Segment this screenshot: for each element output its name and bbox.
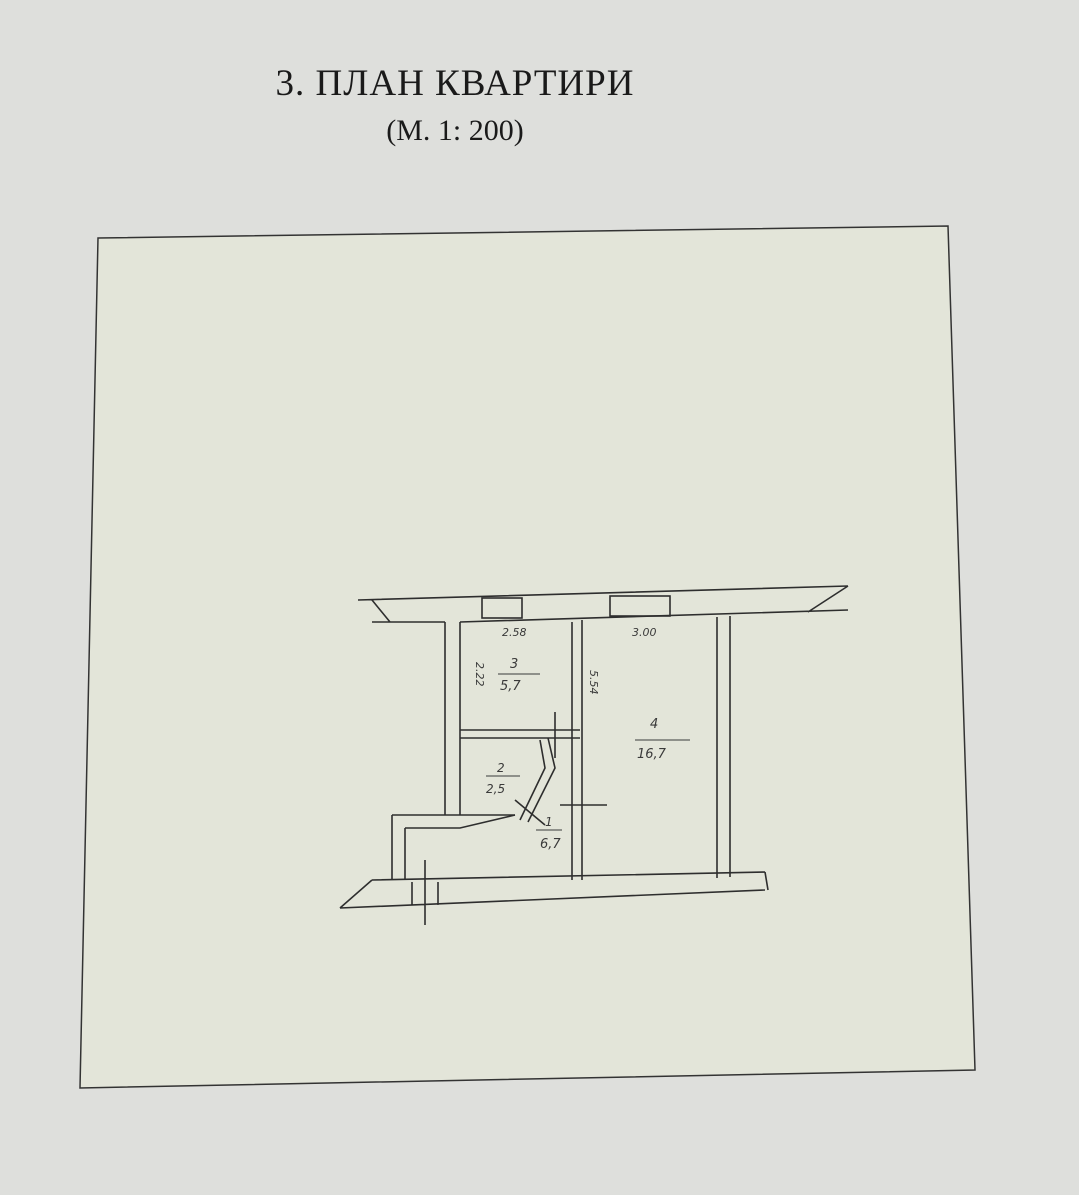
- dimension-label: 5.54: [587, 670, 600, 695]
- dimension-label: 2.22: [473, 662, 486, 687]
- window: [609, 595, 671, 617]
- page-title: 3. ПЛАН КВАРТИРИ: [275, 63, 635, 104]
- floor-plan: [339, 585, 849, 925]
- room-4-area: 16,7: [637, 747, 667, 762]
- room-labels: 3 5,7 2 2,5 1 6,7 4 16,7 2.58 3.00 2.22 …: [473, 626, 690, 852]
- dimension-label: 2.58: [502, 626, 527, 639]
- left-wall: [391, 622, 516, 880]
- room-1-area: 6,7: [540, 837, 561, 852]
- room-3-area: 5,7: [500, 679, 521, 694]
- room-4-number: 4: [650, 717, 658, 732]
- room-2-area: 2,5: [486, 782, 505, 796]
- scale-label: (М. 1: 200): [386, 114, 524, 147]
- room-2-number: 2: [497, 761, 505, 775]
- window: [481, 597, 523, 619]
- middle-wall: [554, 620, 607, 880]
- door: [514, 737, 556, 826]
- bottom-wall: [339, 860, 769, 925]
- dimension-label: 3.00: [632, 626, 657, 639]
- right-wall: [716, 616, 731, 878]
- room-3-number: 3: [510, 657, 518, 672]
- room-1-number: 1: [545, 815, 553, 829]
- paper-sheet: [79, 225, 976, 1089]
- partition: [460, 729, 580, 816]
